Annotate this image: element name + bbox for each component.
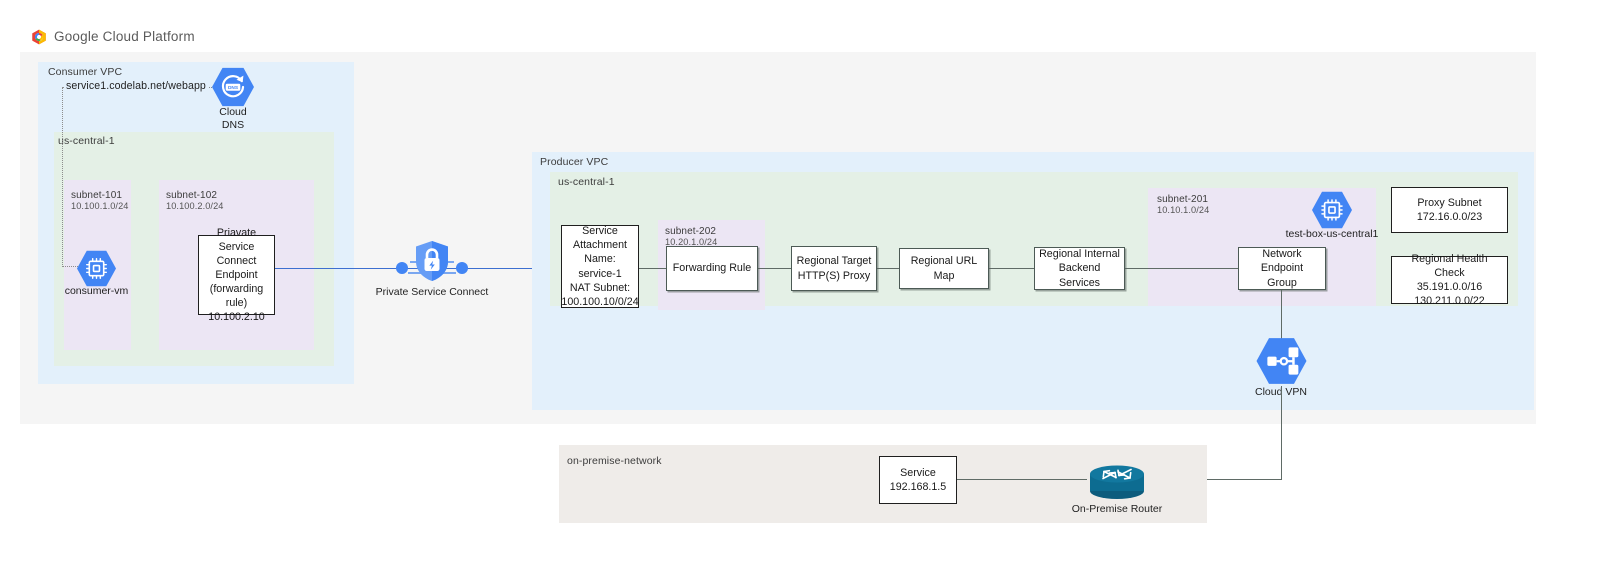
on-premise-service-line2: 192.168.1.5 (889, 481, 947, 493)
proxy-subnet-line2: 172.16.0.0/23 (1416, 211, 1483, 223)
backend-services-line1: Regional Internal (1039, 248, 1120, 261)
target-proxy-line2: HTTP(S) Proxy (797, 269, 871, 282)
subnet-202-cidr: 10.20.1.0/24 (665, 237, 718, 247)
subnet-202-name: subnet-202 (665, 226, 717, 237)
producer-vpc-label: Producer VPC (540, 156, 609, 168)
psc-dash-left-b (408, 272, 422, 274)
backend-services-line2: Backend Services (1058, 262, 1101, 289)
dns-record-label: service1.codelab.net/webapp (64, 80, 208, 92)
psc-dash-right-b (442, 272, 456, 274)
test-box-label: test-box-us-central1 (1285, 228, 1379, 240)
subnet-101-name: subnet-101 (71, 190, 123, 201)
router-icon (1086, 460, 1148, 500)
cloud-dns-label-line1: Cloud (219, 106, 247, 118)
consumer-vm-label: consumer-vm (64, 285, 129, 297)
wire-backend-to-neg (1125, 268, 1238, 270)
wire-proxy-to-urlmap (877, 268, 899, 270)
psc-dash-right-a (442, 261, 454, 263)
service-attachment-line2: Attachment (572, 239, 628, 252)
psc-connector-dot-right (456, 262, 468, 274)
on-premise-service-line1: Service (900, 466, 936, 479)
psc-endpoint-line1: Priavate Service (216, 226, 257, 253)
wire-urlmap-to-backend (989, 268, 1034, 270)
forwarding-rule-box: Forwarding Rule (666, 246, 758, 291)
backend-services-box: Regional Internal Backend Services (1034, 247, 1125, 290)
service-attachment-line1: Service (582, 225, 618, 238)
psc-endpoint-line3: (forwarding rule) (209, 283, 264, 310)
private-service-connect-label: Private Service Connect (375, 286, 489, 298)
subnet-102-name: subnet-102 (166, 190, 218, 201)
service-attachment-line4: NAT Subnet: (569, 281, 631, 294)
wire-forwarding-to-proxy (758, 268, 791, 270)
gcp-hexagon-logo-icon (30, 28, 48, 46)
subnet-201-cidr: 10.10.1.0/24 (1157, 205, 1210, 215)
psc-dash-left-a (410, 261, 422, 263)
psc-endpoint-line4: 10.100.2.10 (208, 311, 265, 324)
proxy-subnet-line1: Proxy Subnet (1417, 196, 1482, 209)
private-service-connect-shield-icon (414, 240, 450, 282)
page-title: Google Cloud Platform (54, 29, 195, 44)
target-proxy-line1: Regional Target (796, 255, 872, 268)
subnet-101-cidr: 10.100.1.0/24 (71, 201, 129, 211)
wire-vpn-vertical (1281, 386, 1283, 479)
subnet-102-cidr: 10.100.2.0/24 (166, 201, 224, 211)
dns-record-wire-bottom (62, 266, 86, 267)
service-attachment-box: Service Attachment Name: service-1 NAT S… (561, 225, 639, 308)
wire-attachment-to-forwarding (639, 268, 666, 270)
subnet-201-name: subnet-201 (1157, 194, 1209, 205)
wire-neg-to-vpn (1281, 290, 1283, 340)
cloud-dns-label-line2: DNS (221, 119, 245, 132)
wire-vpn-to-router (1150, 479, 1282, 481)
neg-line2: Group (1267, 276, 1297, 289)
psc-endpoint-box: Priavate Service Connect Endpoint (forwa… (198, 227, 275, 323)
producer-region-label: us-central-1 (558, 176, 615, 188)
url-map-box: Regional URL Map (899, 248, 989, 289)
network-endpoint-group-box: Network Endpoint Group (1238, 247, 1326, 290)
svg-text:DNS: DNS (228, 85, 238, 91)
neg-line1: Network Endpoint (1260, 248, 1304, 275)
target-proxy-box: Regional Target HTTP(S) Proxy (791, 246, 877, 291)
cloud-dns-icon: DNS (211, 66, 255, 108)
health-check-line1: Regional Health Check (1411, 252, 1488, 279)
on-premise-network-label: on-premise-network (567, 455, 662, 467)
consumer-region-label: us-central-1 (58, 135, 115, 147)
cloud-vpn-icon (1255, 336, 1308, 386)
url-map-label: Regional URL Map (910, 255, 978, 282)
health-check-line2: 35.191.0.0/16 (1416, 281, 1483, 293)
consumer-vpc-label: Consumer VPC (48, 66, 123, 78)
proxy-subnet-box: Proxy Subnet 172.16.0.0/23 (1391, 187, 1508, 233)
wire-service-to-router (957, 479, 1087, 481)
health-check-line3: 130.211.0.0/22 (1414, 295, 1485, 308)
cloud-vpn-label: Cloud VPN (1255, 386, 1307, 398)
on-premise-service-box: Service 192.168.1.5 (879, 456, 957, 504)
forwarding-rule-label: Forwarding Rule (672, 262, 752, 275)
psc-connector-dot-left (396, 262, 408, 274)
test-box-compute-vm-icon (1311, 190, 1353, 230)
compute-vm-icon (76, 249, 117, 288)
service-attachment-line5: 100.100.10/0/24 (561, 295, 639, 308)
on-premise-router-label: On-Premise Router (1071, 503, 1163, 515)
service-attachment-line3: Name: service-1 (578, 253, 622, 280)
dns-record-wire-vertical (62, 87, 63, 267)
cloud-dns-caption: Cloud DNS (193, 106, 273, 133)
psc-endpoint-line2: Connect Endpoint (215, 254, 258, 281)
regional-health-check-box: Regional Health Check 35.191.0.0/16 130.… (1391, 253, 1508, 307)
